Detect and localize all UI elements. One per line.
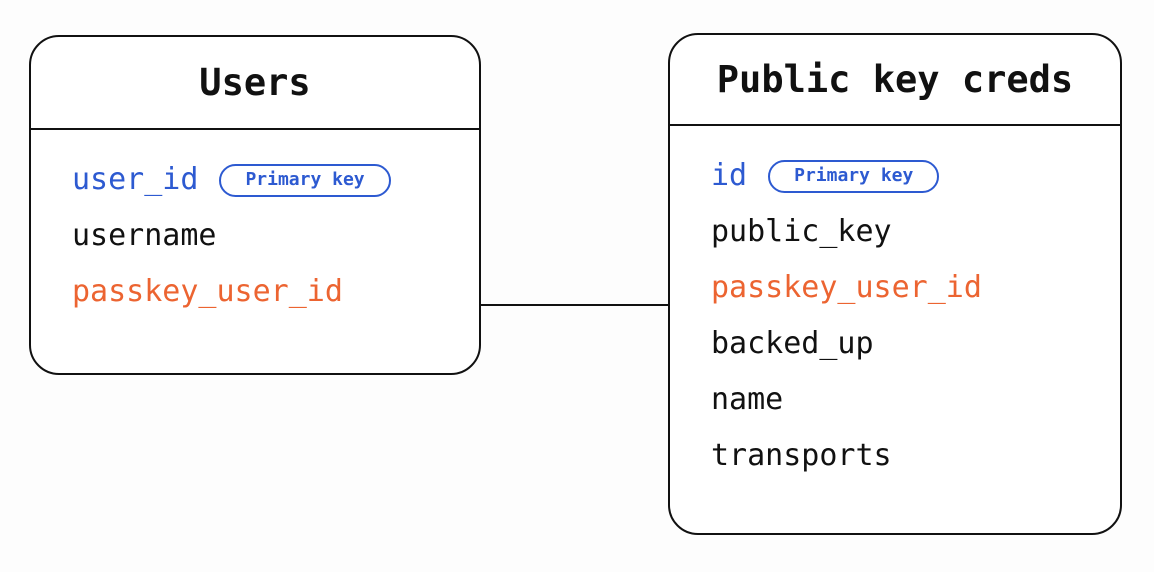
field-row-name[interactable]: name [670, 372, 1120, 428]
field-name-transports: transports [711, 438, 892, 473]
field-name-user-id: user_id [72, 162, 199, 197]
entity-users-fields: user_id Primary key username passkey_use… [31, 130, 479, 320]
entity-public-key-creds-fields: id Primary key public_key passkey_user_i… [670, 126, 1120, 484]
relationship-connector-users-to-public-key-creds [481, 304, 669, 306]
field-name-username: username [72, 218, 217, 253]
entity-users[interactable]: Users user_id Primary key username passk… [29, 35, 481, 375]
primary-key-badge-label: Primary key [245, 169, 365, 190]
field-row-passkey-user-id[interactable]: passkey_user_id [670, 260, 1120, 316]
entity-public-key-creds[interactable]: Public key creds id Primary key public_k… [668, 33, 1122, 535]
entity-users-title: Users [199, 61, 311, 104]
primary-key-badge-label: Primary key [794, 165, 914, 186]
entity-public-key-creds-header: Public key creds [670, 35, 1120, 126]
primary-key-badge: Primary key [768, 159, 940, 193]
field-row-public-key[interactable]: public_key [670, 204, 1120, 260]
field-row-id[interactable]: id Primary key [670, 148, 1120, 204]
field-row-backed-up[interactable]: backed_up [670, 316, 1120, 372]
entity-users-header: Users [31, 37, 479, 130]
field-name-name: name [711, 382, 784, 417]
field-row-username[interactable]: username [31, 208, 479, 264]
field-name-id: id [711, 158, 748, 193]
entity-public-key-creds-title: Public key creds [716, 58, 1074, 101]
field-row-passkey-user-id[interactable]: passkey_user_id [31, 264, 479, 320]
field-row-user-id[interactable]: user_id Primary key [31, 152, 479, 208]
field-name-backed-up: backed_up [711, 326, 874, 361]
field-name-passkey-user-id: passkey_user_id [72, 274, 343, 309]
field-name-public-key: public_key [711, 214, 892, 249]
field-name-passkey-user-id: passkey_user_id [711, 270, 982, 305]
primary-key-badge: Primary key [219, 163, 391, 197]
field-row-transports[interactable]: transports [670, 428, 1120, 484]
